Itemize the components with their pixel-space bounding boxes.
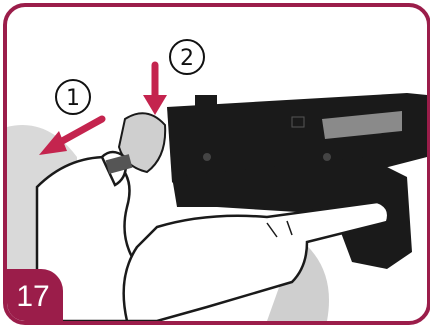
slide-stop <box>292 117 304 127</box>
frame-pin <box>203 153 211 161</box>
arrow-down-head <box>143 95 167 115</box>
right-hand <box>124 202 389 321</box>
callout-1-label: 1 <box>66 86 80 111</box>
pistol-disassembly-illustration: 1 2 <box>7 7 427 321</box>
frame-pin <box>323 153 331 161</box>
callout-2-label: 2 <box>180 46 194 71</box>
instruction-panel: 1 2 17 <box>3 3 430 325</box>
rear-sight <box>195 95 217 113</box>
step-number-badge: 17 <box>3 269 63 325</box>
